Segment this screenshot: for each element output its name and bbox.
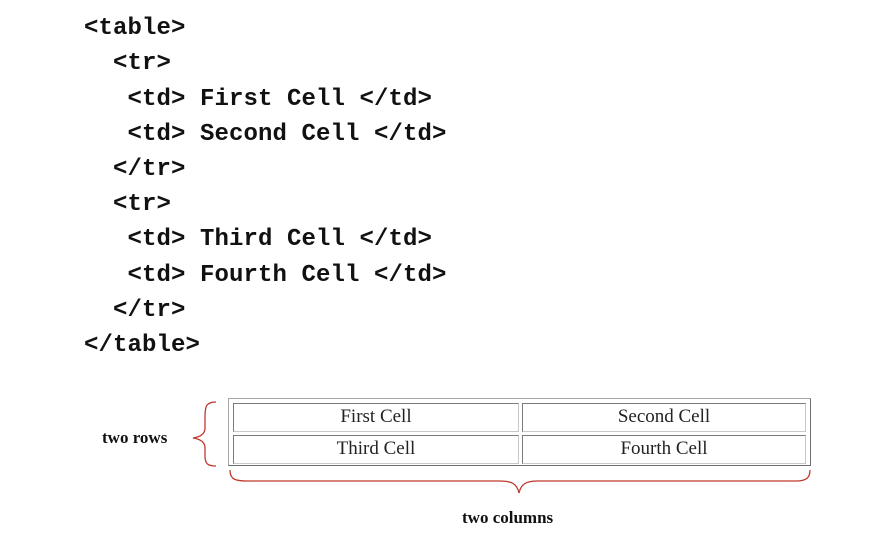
rows-brace [192, 401, 217, 467]
code-line: <table> [84, 15, 186, 42]
columns-brace [229, 469, 811, 494]
columns-annotation-label: two columns [462, 508, 554, 527]
table-cell-third: Third Cell [233, 435, 519, 464]
table-cell-first: First Cell [233, 403, 519, 432]
code-line: <tr> [84, 191, 172, 218]
html-code-snippet: <table> <tr> <td> First Cell </td> <td> … [84, 15, 447, 359]
code-line: </tr> [84, 297, 186, 324]
code-line: <td> Third Cell </td> [84, 226, 433, 253]
table-cell-second: Second Cell [522, 403, 806, 432]
code-line: <td> First Cell </td> [84, 86, 433, 113]
table-cell-fourth: Fourth Cell [522, 435, 806, 464]
code-line: <tr> [84, 50, 172, 77]
code-line: </tr> [84, 156, 186, 183]
code-line: <td> Fourth Cell </td> [84, 262, 447, 289]
rendered-table: First Cell Second Cell Third Cell Fourth… [228, 398, 811, 466]
code-line: <td> Second Cell </td> [84, 121, 447, 148]
code-line: </table> [84, 332, 201, 359]
rows-annotation-label: two rows [102, 428, 168, 447]
